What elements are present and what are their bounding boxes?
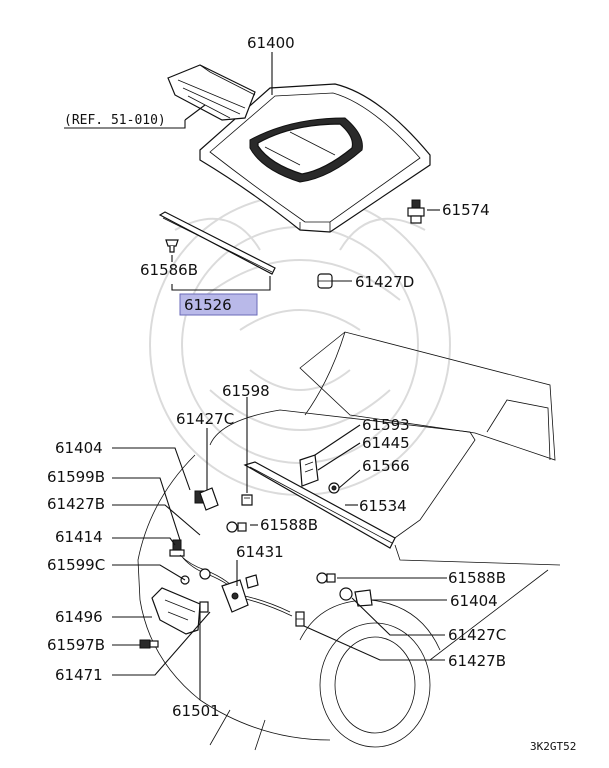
part-label-61414[interactable]: 61414 [55, 528, 103, 546]
bumper-61427c-bottom[interactable] [339, 587, 353, 601]
part-label-61597b[interactable]: 61597B [47, 636, 105, 654]
release-bracket-61496[interactable] [151, 587, 201, 635]
part-label-61599b[interactable]: 61599B [47, 468, 105, 486]
seal-clip-61586b[interactable] [165, 239, 179, 253]
part-label-61427c-bottom[interactable]: 61427C [448, 626, 506, 644]
bolt-61471[interactable] [199, 601, 209, 613]
screw-61597b[interactable] [139, 639, 159, 649]
part-label-61599c[interactable]: 61599C [47, 556, 105, 574]
leader-lines [64, 52, 447, 700]
part-label-61588b-mid[interactable]: 61588B [260, 516, 318, 534]
part-label-61501[interactable]: 61501 [172, 702, 220, 720]
highlight-61526 [179, 293, 258, 316]
part-label-61593[interactable]: 61593 [362, 416, 410, 434]
clip-61588b-right[interactable] [316, 572, 336, 584]
part-label-61400[interactable]: 61400 [247, 34, 295, 52]
part-label-61496[interactable]: 61496 [55, 608, 103, 626]
part-label-61534[interactable]: 61534 [359, 497, 407, 515]
part-label-61427d[interactable]: 61427D [355, 273, 414, 291]
part-labels: 61400 (REF. 51-010) 61574 61586B 61526 6… [47, 34, 576, 753]
part-label-61427b-left[interactable]: 61427B [47, 495, 105, 513]
part-label-61427b-right[interactable]: 61427B [448, 652, 506, 670]
part-label-61445[interactable]: 61445 [362, 434, 410, 452]
fastener-61414[interactable] [169, 539, 185, 557]
part-label-61526[interactable]: 61526 [184, 296, 232, 314]
part-label-61574[interactable]: 61574 [442, 201, 490, 219]
part-label-61588b-right[interactable]: 61588B [448, 569, 506, 587]
bolt-61574[interactable] [407, 199, 425, 224]
clip-61588b-mid[interactable] [226, 521, 247, 533]
part-label-61586b[interactable]: 61586B [140, 261, 198, 279]
clip-61566[interactable] [328, 482, 340, 494]
hood-seal-strip[interactable] [158, 211, 276, 275]
bumper-61427d[interactable] [317, 273, 333, 289]
part-label-61431[interactable]: 61431 [236, 543, 284, 561]
holder-61404-left[interactable] [199, 487, 219, 511]
part-label-61404-left[interactable]: 61404 [55, 439, 103, 457]
hood-latch-61431[interactable] [221, 574, 259, 613]
part-label-61598[interactable]: 61598 [222, 382, 270, 400]
clip-61598[interactable] [241, 494, 253, 506]
part-label-61404-right[interactable]: 61404 [450, 592, 498, 610]
holder-61404-right[interactable] [354, 589, 373, 607]
part-label-61427c-top[interactable]: 61427C [176, 410, 234, 428]
vehicle-body-outline [137, 331, 561, 751]
bumper-61427b-right[interactable] [295, 611, 305, 627]
hood-panel[interactable] [167, 64, 431, 233]
bracket-61593[interactable] [299, 454, 319, 487]
part-label-61566[interactable]: 61566 [362, 457, 410, 475]
diagram-code: 3K2GT52 [530, 740, 576, 753]
reference-label: (REF. 51-010) [64, 113, 166, 128]
part-label-61471[interactable]: 61471 [55, 666, 103, 684]
hood-rod-61534[interactable] [243, 461, 396, 549]
